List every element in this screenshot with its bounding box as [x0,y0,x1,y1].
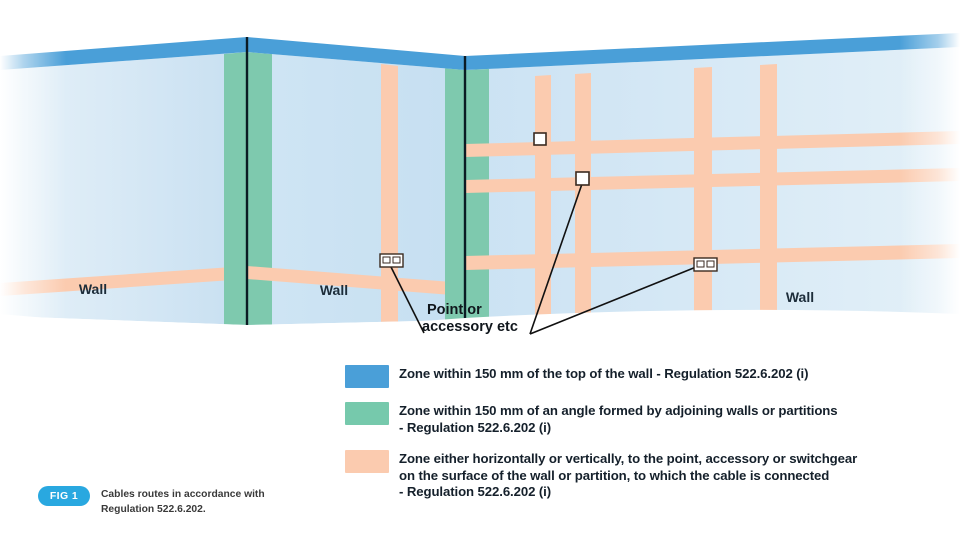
wall-face-middle [247,52,465,325]
accessory-marker-square-upper[interactable] [533,132,547,146]
peach-vertical-route-r4 [760,64,777,318]
green-corner-zone-right [465,69,489,320]
legend-item-green: Zone within 150 mm of an angle formed by… [345,402,945,436]
peach-vertical-route-r3 [694,67,712,319]
green-corner-zone-middle-left [247,52,272,325]
top-blue-zone-band [0,33,960,70]
wall-panel-middle: Wall [247,52,465,325]
left-edge-fade [0,30,120,330]
peach-zone-swatch [345,450,389,474]
figure-caption: FIG 1 Cables routes in accordance with R… [38,486,271,517]
callout-label-line1: Point or [427,302,482,318]
legend-text-blue: Zone within 150 mm of the top of the wal… [399,366,809,381]
peach-vertical-route-r2 [575,73,591,320]
green-corner-zone-left [224,52,247,325]
wall-panel-right: Wall [465,47,960,320]
green-zone-swatch [345,402,389,425]
leader-line-middle [529,180,584,335]
peach-horizontal-route-middle [247,266,465,296]
floor-curve [0,309,960,360]
legend-item-blue: Zone within 150 mm of the top of the wal… [345,365,945,388]
legend-item-peach: Zone either horizontally or vertically, … [345,450,945,501]
wall-label-right: Wall [786,289,814,305]
accessory-marker-socket-left[interactable] [379,253,404,268]
callout-label-line2: accessory etc [422,319,518,335]
legend-text-green: Zone within 150 mm of an angle formed by… [399,403,838,435]
legend: Zone within 150 mm of the top of the wal… [345,365,945,515]
right-edge-fade [850,25,960,325]
blue-zone-swatch [345,365,389,388]
peach-vertical-route-middle [381,64,398,322]
accessory-marker-socket-right[interactable] [693,257,718,272]
accessory-marker-square-middle[interactable] [575,171,590,186]
green-corner-zone-middle-right [445,68,465,320]
wall-zone-diagram: Wall Wall [0,25,960,360]
peach-vertical-route-r1 [535,75,551,320]
wall-label-middle: Wall [320,282,348,298]
leader-line-left [388,262,425,334]
fig-number-badge: FIG 1 [38,486,90,506]
legend-text-peach: Zone either horizontally or vertically, … [399,451,858,500]
blue-band-shape [0,33,960,70]
leader-line-right [529,264,702,335]
figure-caption-text: Cables routes in accordance with Regulat… [101,489,265,515]
callout-leader-lines [388,180,702,335]
